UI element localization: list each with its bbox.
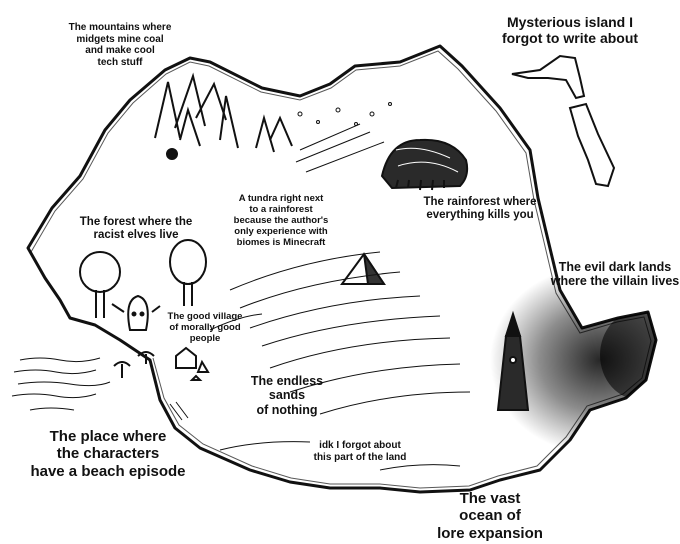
tundra-marks: [295, 102, 392, 173]
mysterious-island-shape: [511, 54, 616, 188]
label-forgotten-land: idk I forgot about this part of the land: [313, 440, 407, 463]
character-icon: [111, 294, 161, 331]
label-ocean: The vast ocean of lore expansion: [437, 490, 543, 542]
label-elf-forest: The forest where the racist elves live: [79, 216, 193, 242]
label-rainforest: The rainforest where everything kills yo…: [423, 196, 537, 222]
label-mountains: The mountains where midgets mine coal an…: [68, 22, 172, 68]
label-tundra: A tundra right next to a rainforest beca…: [233, 193, 329, 248]
mountain-icon: [154, 72, 293, 160]
sand-lines: [209, 251, 471, 415]
label-evil-lands: The evil dark lands where the villain li…: [550, 260, 680, 289]
hut-icon: [175, 346, 210, 381]
label-mysterious-island: Mysterious island I forgot to write abou…: [501, 14, 639, 47]
label-endless-sands: The endless sands of nothing: [250, 374, 324, 417]
tower-icon: [496, 310, 530, 411]
rainforest-icon: [380, 138, 469, 191]
forgotten-land-marks: [169, 401, 461, 471]
tree-icon: [79, 239, 207, 318]
palm-icon: [113, 351, 155, 378]
label-beach: The place where the characters have a be…: [30, 428, 186, 480]
pyramid-icon: [340, 252, 386, 285]
wave-lines: [11, 357, 111, 411]
label-good-village: The good village of morally good people: [167, 311, 243, 344]
